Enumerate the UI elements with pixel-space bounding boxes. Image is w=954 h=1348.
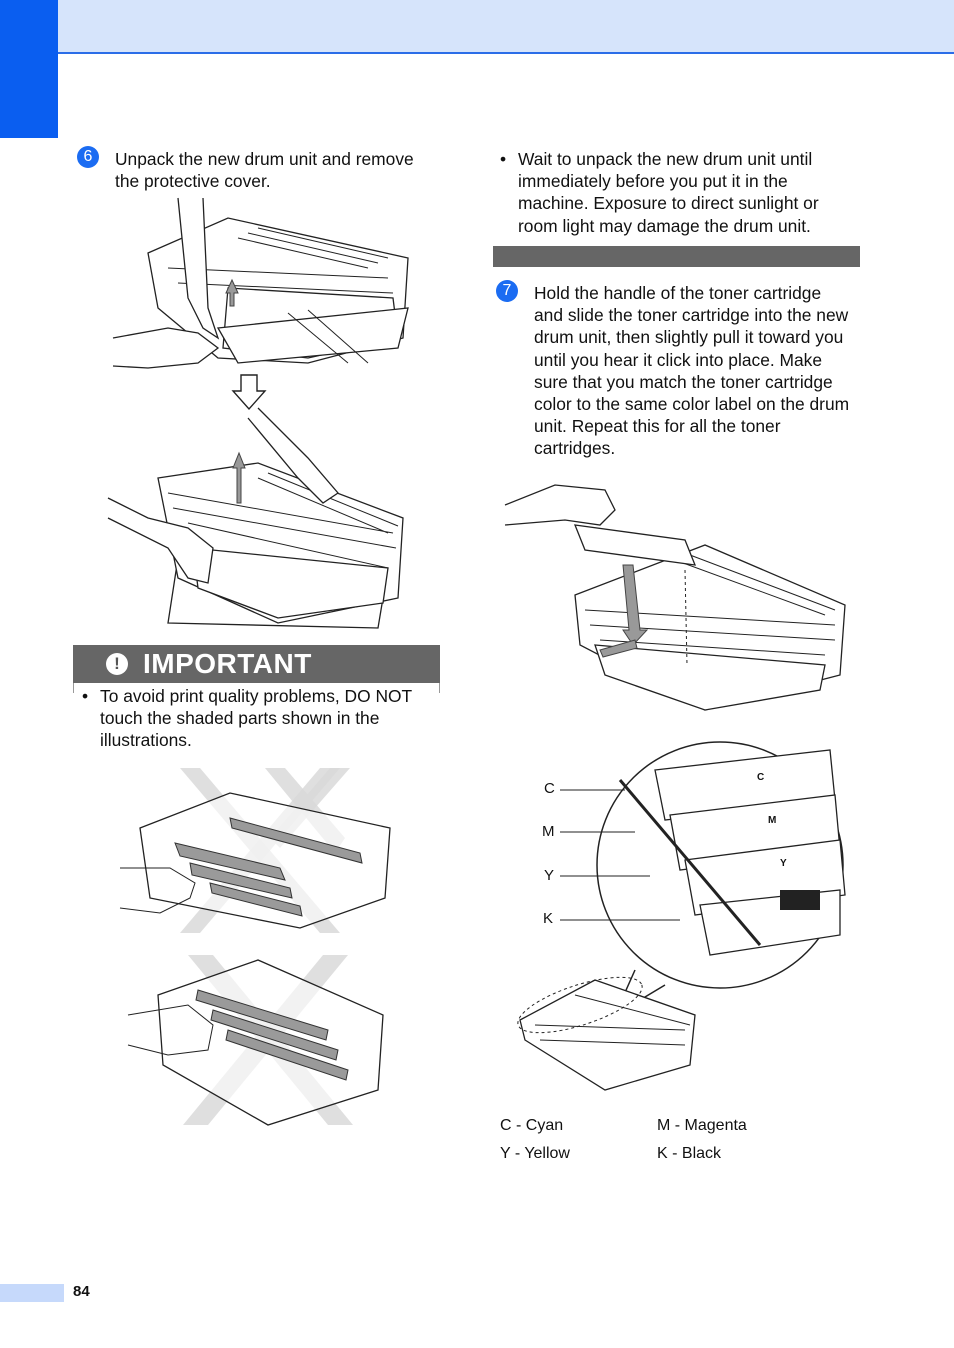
important-bullet: • To avoid print quality problems, DO NO… <box>82 686 413 751</box>
callout-m: M <box>542 823 555 840</box>
drum-unpack-illustration-2 <box>107 407 404 629</box>
callout-k: K <box>543 910 554 927</box>
cartridge-stack <box>654 749 846 956</box>
header-band <box>0 0 954 54</box>
exclamation-icon: ! <box>106 653 128 675</box>
cartridge-label-y: Y <box>780 858 787 869</box>
cartridge-label-m: M <box>768 815 777 826</box>
important-box-left-edge <box>73 683 74 693</box>
footer-band <box>0 1284 64 1302</box>
note-bottom-bar <box>493 246 860 267</box>
important-header: ! IMPORTANT <box>73 645 440 683</box>
callout-y: Y <box>544 867 555 884</box>
legend-magenta: M - Magenta <box>657 1117 747 1134</box>
legend-black: K - Black <box>657 1145 722 1162</box>
legend-yellow: Y - Yellow <box>500 1145 570 1162</box>
step-6-badge: 6 <box>77 146 99 168</box>
toner-insert-illustration <box>504 484 846 711</box>
bullet-dot: • <box>82 686 89 706</box>
cartridge-label-c: C <box>757 772 765 783</box>
drum-unit-small <box>517 976 696 1091</box>
step-7-badge: 7 <box>496 280 518 302</box>
down-arrow-icon <box>231 374 267 411</box>
bullet-dot: • <box>500 149 507 169</box>
legend-cyan: C - Cyan <box>500 1117 564 1134</box>
step-7-text: Hold the handle of the toner cartridge a… <box>534 283 850 459</box>
drum-unpack-illustration-1 <box>112 197 409 369</box>
note-bullet: • Wait to unpack the new drum unit until… <box>500 149 819 236</box>
shaded-rollers <box>174 817 363 917</box>
magnified-label-illustration <box>517 741 846 1091</box>
page-number: 84 <box>73 1283 90 1300</box>
shaded-rollers-2 <box>195 989 349 1081</box>
important-box-right-edge <box>439 683 440 693</box>
shaded-parts-illustration-1 <box>119 768 391 933</box>
chapter-tab <box>0 0 58 138</box>
shaded-parts-illustration-2 <box>127 955 384 1126</box>
callout-leaders <box>560 789 680 921</box>
step-6-text: Unpack the new drum unit and remove the … <box>115 149 414 192</box>
callout-c: C <box>544 780 555 797</box>
